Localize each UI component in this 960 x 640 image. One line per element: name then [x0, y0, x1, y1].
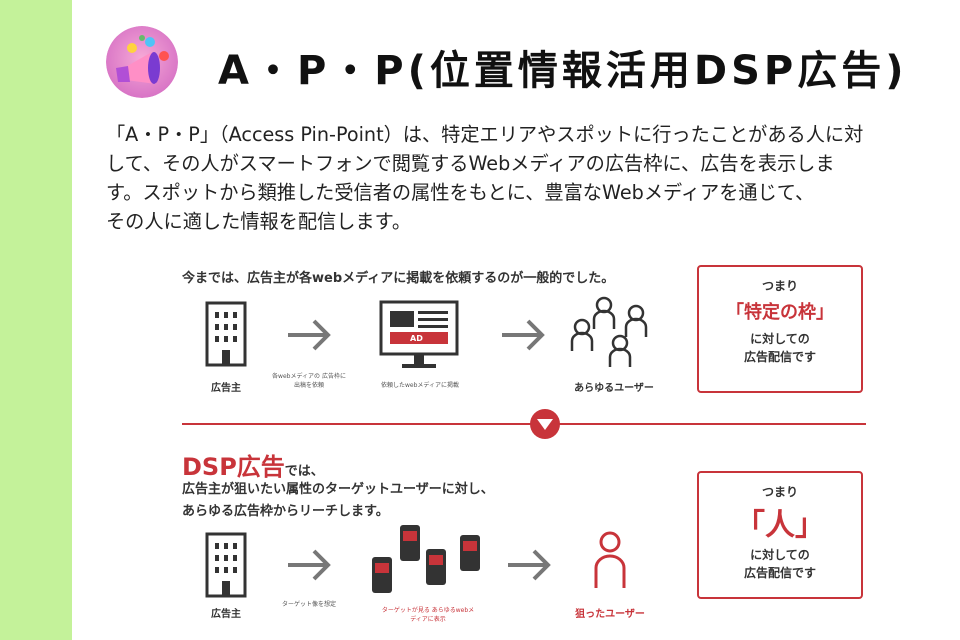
box-line: に対しての: [750, 332, 810, 346]
arrow-note: 各webメディアの 広告枠に出稿を依頼: [272, 373, 346, 389]
advertiser-building-icon: [205, 532, 247, 598]
page-title: A・P・P(位置情報活用DSP広告): [218, 48, 908, 94]
summary-box-frame: つまり 「特定の枠」 に対しての 広告配信です: [697, 265, 863, 393]
box-line: 広告配信です: [743, 350, 816, 364]
dsp-heading: DSP広告では、: [182, 447, 324, 482]
arrow-right-icon: [502, 319, 545, 351]
smartphones-icon: [372, 525, 480, 593]
dsp-title: DSP広告: [182, 453, 285, 481]
media-label: 依頼したwebメディアに掲載: [381, 382, 459, 389]
box-head: つまり: [761, 485, 798, 499]
ad-badge: AD: [410, 334, 423, 343]
intro-line: その人に適した情報を配信します。: [106, 210, 412, 233]
box-line: 広告配信です: [743, 566, 816, 580]
arrow-right-icon: [508, 549, 551, 581]
summary-box-person: つまり 「人」 に対しての 広告配信です: [697, 471, 863, 599]
monitor-icon: [379, 300, 459, 368]
arrow-right-icon: [288, 549, 331, 581]
dsp-description: 広告主が狙いたい属性のターゲットユーザーに対し、 あらゆる広告枠からリーチします…: [182, 479, 494, 523]
dsp-title-suffix: では、: [284, 464, 324, 479]
box-head: つまり: [761, 279, 798, 293]
advertiser-label: 広告主: [211, 609, 241, 620]
side-band: [0, 0, 72, 640]
box-highlight: 「人」: [735, 508, 825, 543]
users-group-icon: [570, 296, 648, 367]
section-divider: [182, 409, 866, 439]
media-note: ターゲットが見る あらゆるwebメディアに表示: [381, 607, 475, 623]
intro-line: 「A・P・P」（Access Pin-Point）は、特定エリアやスポットに行っ…: [106, 123, 864, 146]
users-label: あらゆるユーザー: [574, 383, 654, 394]
target-user-icon: [594, 531, 626, 588]
megaphone-icon: [106, 26, 178, 98]
advertiser-label: 広告主: [211, 383, 241, 394]
box-highlight: 「特定の枠」: [726, 302, 834, 323]
arrow-note: ターゲット像を想定: [281, 601, 336, 608]
advertiser-building-icon: [205, 301, 247, 367]
intro-line: す。スポットから類推した受信者の属性をもとに、豊富なWebメディアを通じて、: [106, 181, 815, 204]
dsp-desc-line: あらゆる広告枠からリーチします。: [182, 504, 389, 519]
dsp-diagram: 今までは、広告主が各webメディアに掲載を依頼するのが一般的でした。 広告主 各…: [160, 255, 880, 640]
dsp-desc-line: 広告主が狙いたい属性のターゲットユーザーに対し、: [182, 482, 494, 497]
intro-line: して、その人がスマートフォンで閲覧するWebメディアの広告枠に、広告を表示しま: [106, 152, 835, 175]
box-line: に対しての: [750, 548, 810, 562]
intro-text: 「A・P・P」（Access Pin-Point）は、特定エリアやスポットに行っ…: [106, 120, 946, 236]
arrow-right-icon: [288, 319, 331, 351]
diagram-top-caption: 今までは、広告主が各webメディアに掲載を依頼するのが一般的でした。: [182, 271, 615, 286]
target-user-label: 狙ったユーザー: [575, 609, 645, 620]
